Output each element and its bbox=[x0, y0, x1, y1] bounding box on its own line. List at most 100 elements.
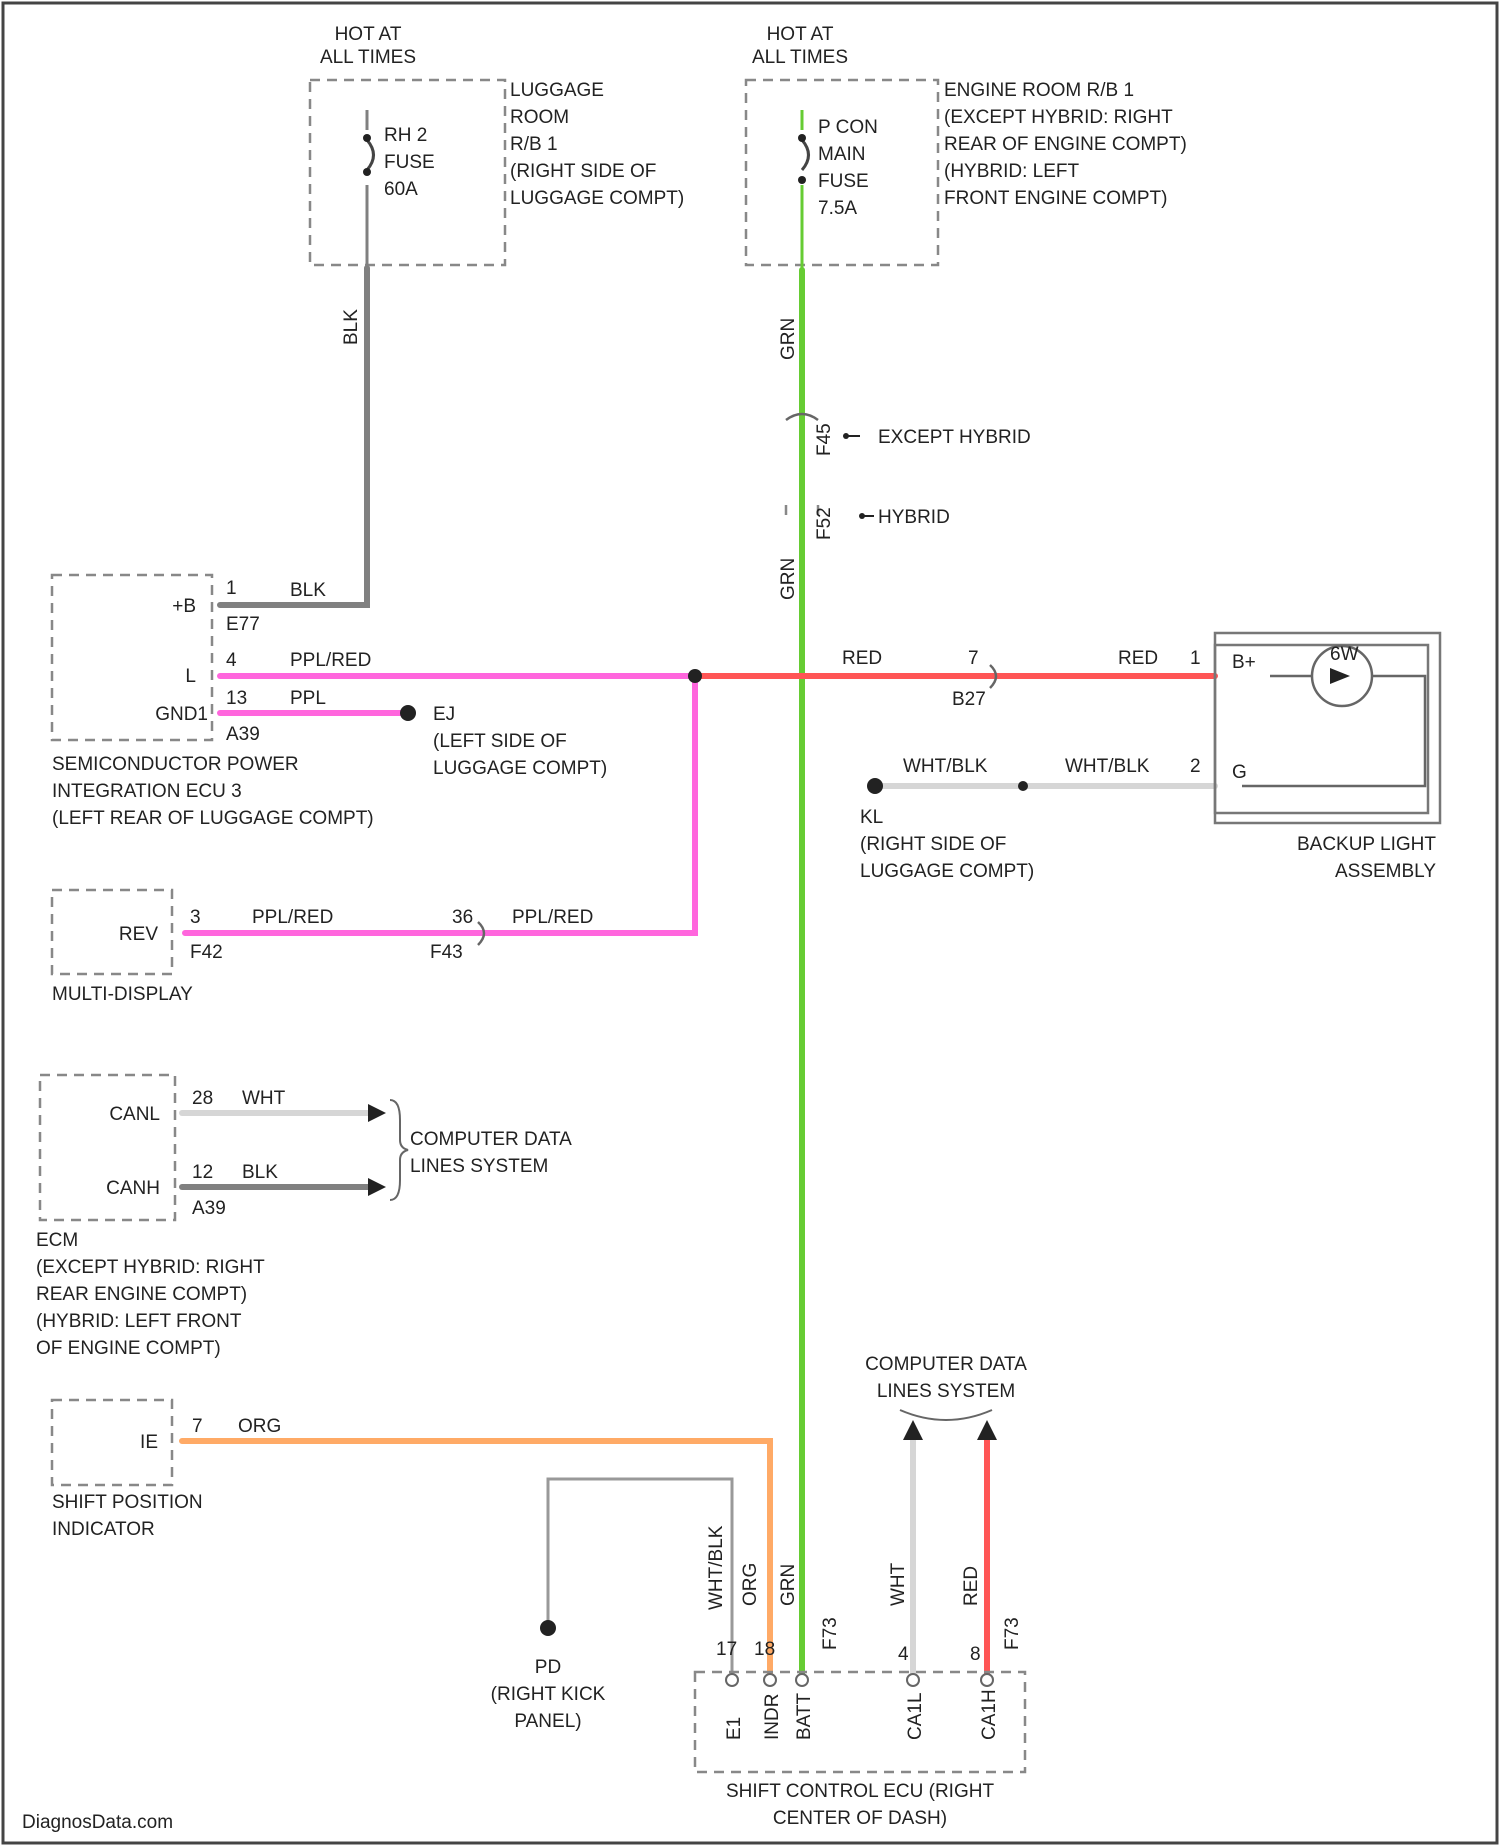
conn-a39-ecm: A39 bbox=[192, 1198, 226, 1219]
wire-label-pplred-l: PPL/RED bbox=[290, 650, 371, 671]
connector-f45-label: F45 bbox=[814, 423, 835, 456]
wire-label-ppl-gnd: PPL bbox=[290, 688, 326, 709]
ground-ej-icon bbox=[400, 705, 416, 721]
ecu-data-lines-2: LINES SYSTEM bbox=[877, 1381, 1015, 1402]
pin-name-e1: E1 bbox=[724, 1717, 745, 1740]
pin-num-8-ecu: 8 bbox=[970, 1644, 981, 1665]
pin-num-1-backup: 1 bbox=[1190, 648, 1201, 669]
wire-label-grn-mid: GRN bbox=[778, 558, 799, 600]
pin-name-ca1h: CA1H bbox=[979, 1689, 1000, 1740]
wire-label-wht-canl: WHT bbox=[242, 1088, 286, 1109]
pin-name-batt: BATT bbox=[794, 1692, 815, 1740]
watermark: DiagnosData.com bbox=[22, 1812, 173, 1833]
wire-label-whtblk-e1: WHT/BLK bbox=[706, 1525, 727, 1610]
ecm-data-lines-2: LINES SYSTEM bbox=[410, 1156, 548, 1177]
fuse-label-right-2: MAIN bbox=[818, 144, 866, 165]
arrow-ca1l-icon bbox=[903, 1420, 923, 1440]
conn-f73-right: F73 bbox=[1002, 1617, 1023, 1650]
ground-ej-3: LUGGAGE COMPT) bbox=[433, 758, 607, 779]
ground-kl-1: KL bbox=[860, 807, 883, 828]
wire-label-wht-ca1l: WHT bbox=[888, 1562, 909, 1606]
location-left-3: R/B 1 bbox=[510, 134, 558, 155]
pin-num-18: 18 bbox=[754, 1639, 775, 1660]
semiconductor-title-2: INTEGRATION ECU 3 bbox=[52, 781, 242, 802]
pin-num-17: 17 bbox=[716, 1639, 737, 1660]
pin-name-l: L bbox=[185, 666, 196, 687]
conn-f73-left: F73 bbox=[820, 1617, 841, 1650]
wire-label-red-right: RED bbox=[1118, 648, 1158, 669]
splice-point bbox=[688, 669, 702, 683]
wire-label-org-indr: ORG bbox=[740, 1563, 761, 1606]
ground-pd-icon bbox=[540, 1620, 556, 1636]
ground-pd: PD (RIGHT KICK PANEL) bbox=[491, 1620, 606, 1732]
location-left-5: LUGGAGE COMPT) bbox=[510, 188, 684, 209]
arrow-canh-icon bbox=[368, 1178, 386, 1196]
pin-num-7-ind: 7 bbox=[192, 1416, 203, 1437]
pin-g: G bbox=[1232, 762, 1247, 783]
backup-light-assembly: RED 7 B27 RED 1 B+ 6W 2 G WHT/BLK WHT/BL… bbox=[842, 633, 1440, 882]
fuse-label-left-1: RH 2 bbox=[384, 125, 427, 146]
shift-control-ecu: COMPUTER DATA LINES SYSTEM WHT/BLK ORG G… bbox=[695, 1354, 1027, 1829]
wire-org-indr bbox=[182, 1441, 770, 1680]
ecm: CANL CANH 28 WHT 12 BLK A39 COMPUTER DAT… bbox=[36, 1075, 572, 1359]
fuse-symbol-right bbox=[802, 140, 809, 170]
ecm-title-5: OF ENGINE COMPT) bbox=[36, 1338, 221, 1359]
location-right-3: REAR OF ENGINE COMPT) bbox=[944, 134, 1187, 155]
location-left-1: LUGGAGE bbox=[510, 80, 604, 101]
location-right-1: ENGINE ROOM R/B 1 bbox=[944, 80, 1134, 101]
connector-f52-label: F52 bbox=[814, 507, 835, 540]
wire-label-whtblk-left: WHT/BLK bbox=[903, 756, 988, 777]
pin-num-13: 13 bbox=[226, 688, 247, 709]
hot-label-left-1: HOT AT bbox=[335, 24, 402, 45]
shift-ecu-title-1: SHIFT CONTROL ECU (RIGHT bbox=[726, 1781, 995, 1802]
ecm-title-2: (EXCEPT HYBRID: RIGHT bbox=[36, 1257, 265, 1278]
backup-title-1: BACKUP LIGHT bbox=[1297, 834, 1436, 855]
pin-name-indr: INDR bbox=[762, 1694, 783, 1740]
location-left-4: (RIGHT SIDE OF bbox=[510, 161, 656, 182]
label-hybrid: HYBRID bbox=[878, 507, 950, 528]
hot-label-right-1: HOT AT bbox=[767, 24, 834, 45]
multi-display: REV 3 F42 PPL/RED 36 F43 PPL/RED MULTI-D… bbox=[52, 890, 593, 1005]
wire-label-red-left: RED bbox=[842, 648, 882, 669]
wire-whtblk-e1 bbox=[548, 1479, 732, 1680]
pin-name-ie: IE bbox=[140, 1432, 158, 1453]
fuse-label-right-1: P CON bbox=[818, 117, 878, 138]
ground-kl-icon bbox=[867, 778, 883, 794]
wire-label-pplred-rev-right: PPL/RED bbox=[512, 907, 593, 928]
shift-position-indicator: IE 7 ORG SHIFT POSITION INDICATOR bbox=[52, 1400, 281, 1540]
arrow-canl-icon bbox=[368, 1104, 386, 1122]
backup-title-2: ASSEMBLY bbox=[1335, 861, 1436, 882]
ground-pd-3: PANEL) bbox=[514, 1711, 581, 1732]
conn-a39: A39 bbox=[226, 724, 260, 745]
wire-label-blk-canh: BLK bbox=[242, 1162, 278, 1183]
ecu-data-lines-1: COMPUTER DATA bbox=[865, 1354, 1027, 1375]
fuse-symbol bbox=[367, 140, 374, 170]
pin-name-canl: CANL bbox=[109, 1104, 160, 1125]
splice-whtblk bbox=[1018, 781, 1028, 791]
hot-label-left-2: ALL TIMES bbox=[320, 47, 416, 68]
pin-num-28: 28 bbox=[192, 1088, 213, 1109]
location-left-2: ROOM bbox=[510, 107, 569, 128]
conn-e77: E77 bbox=[226, 614, 260, 635]
wire-label-blk-vertical: BLK bbox=[341, 309, 362, 345]
brace-top-icon bbox=[900, 1410, 992, 1420]
conn-f42: F42 bbox=[190, 942, 223, 963]
ecm-title-3: REAR ENGINE COMPT) bbox=[36, 1284, 247, 1305]
pin-num-1: 1 bbox=[226, 578, 237, 599]
pin-num-4-ecu: 4 bbox=[898, 1644, 909, 1665]
pin-name-ca1l: CA1L bbox=[905, 1692, 926, 1740]
multi-display-title: MULTI-DISPLAY bbox=[52, 984, 193, 1005]
conn-b27: B27 bbox=[952, 689, 986, 710]
pin-num-2-backup: 2 bbox=[1190, 756, 1201, 777]
shift-indicator-title-1: SHIFT POSITION bbox=[52, 1492, 203, 1513]
pin-name-rev: REV bbox=[119, 924, 158, 945]
location-right-5: FRONT ENGINE COMPT) bbox=[944, 188, 1167, 209]
ground-pd-2: (RIGHT KICK bbox=[491, 1684, 606, 1705]
fuse-block-right: HOT AT ALL TIMES P CON MAIN FUSE 7.5A EN… bbox=[746, 24, 1187, 600]
ground-ej-1: EJ bbox=[433, 704, 455, 725]
conn-f43: F43 bbox=[430, 942, 463, 963]
wire-label-org: ORG bbox=[238, 1416, 281, 1437]
arrow-ca1h-icon bbox=[977, 1420, 997, 1440]
fuse-label-left-2: FUSE bbox=[384, 152, 435, 173]
